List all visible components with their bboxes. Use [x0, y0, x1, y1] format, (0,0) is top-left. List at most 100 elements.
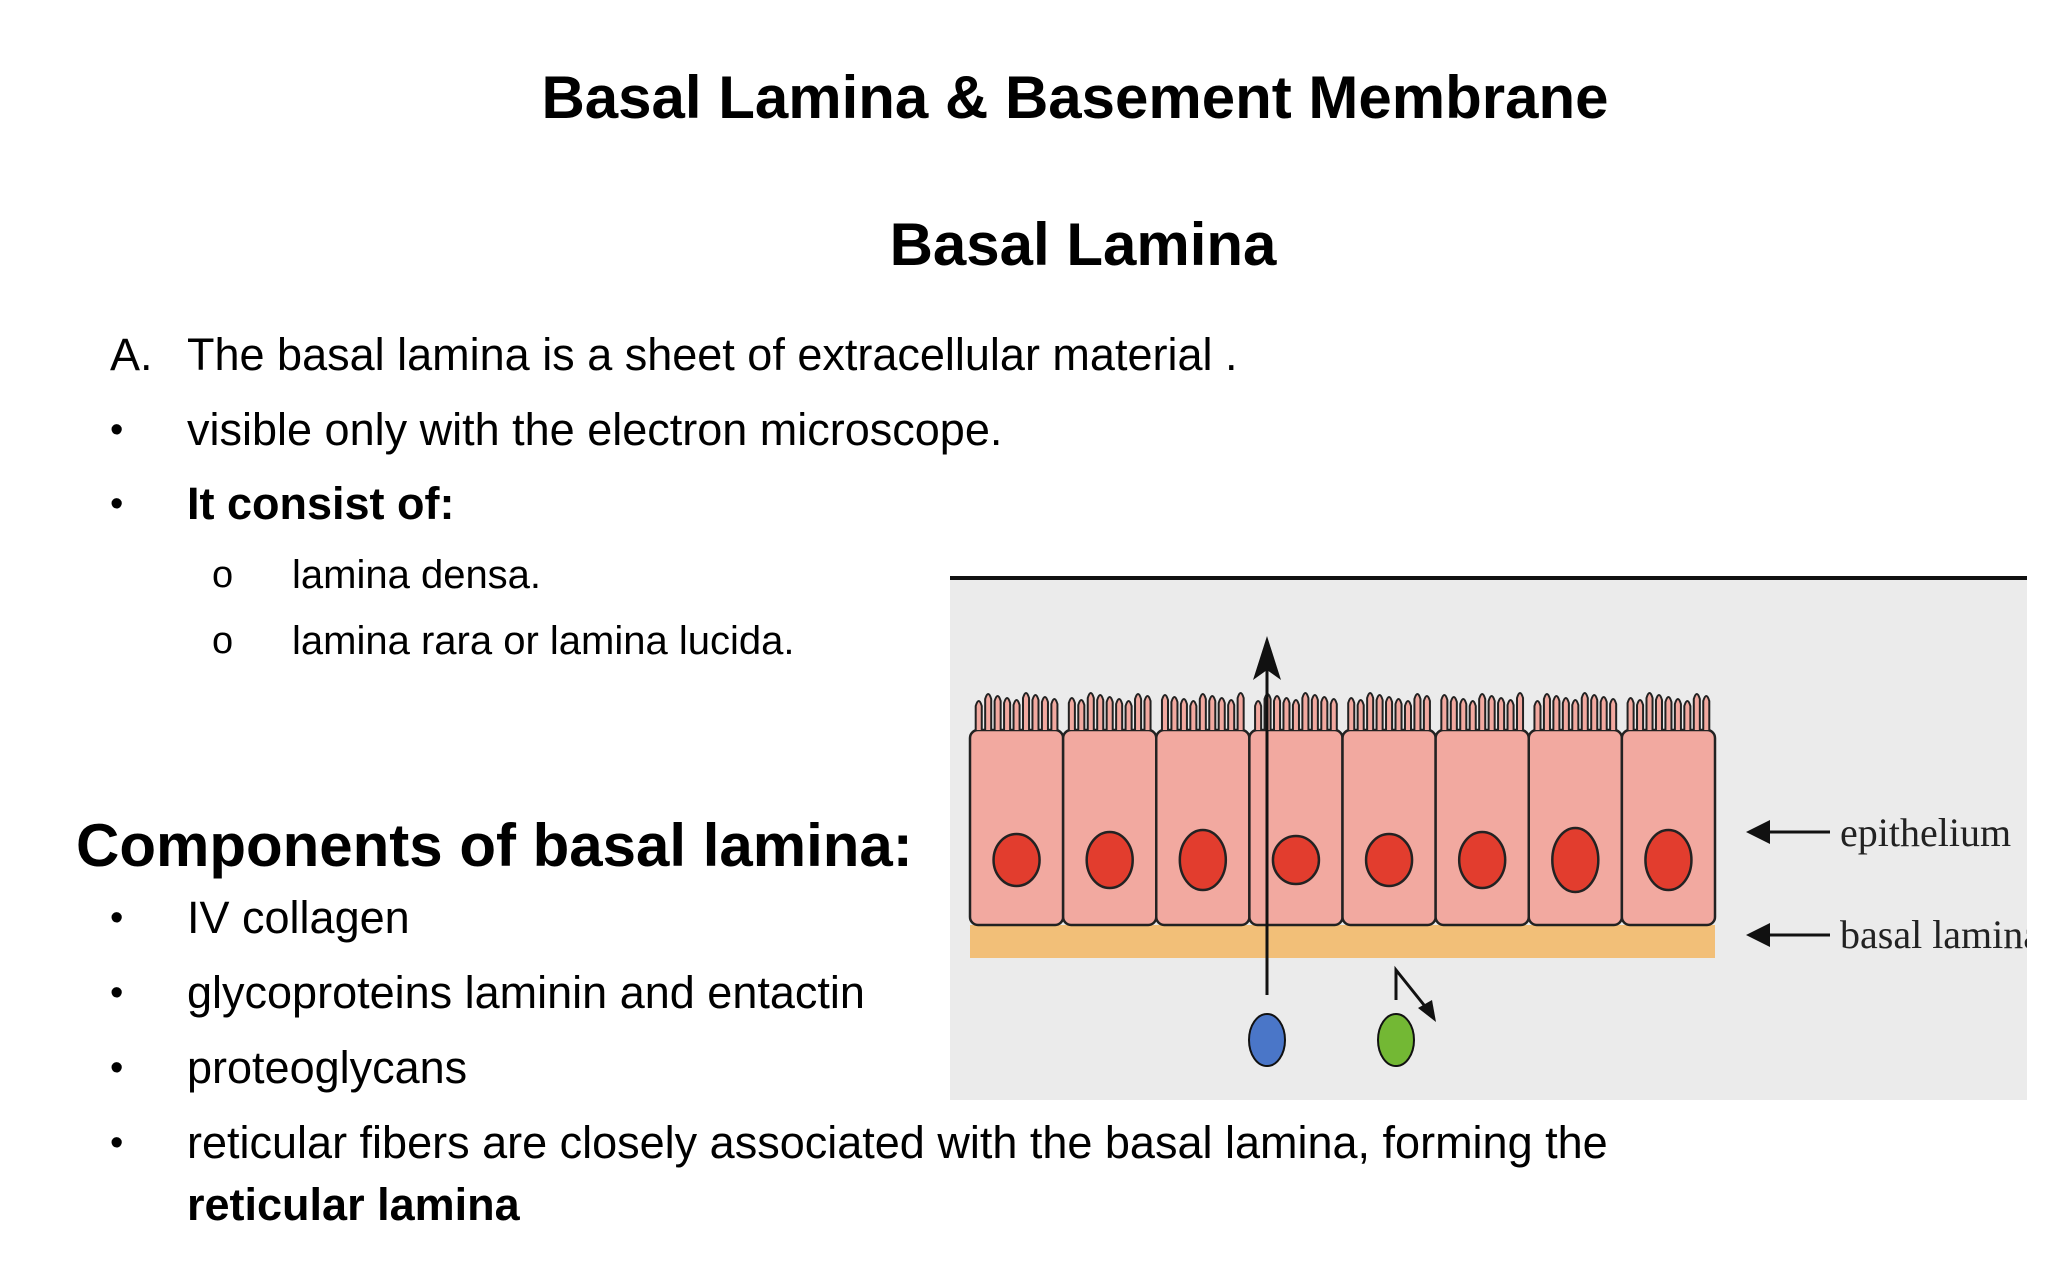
- arrow-down-right-icon: [1418, 1000, 1436, 1022]
- nucleus: [1457, 830, 1507, 890]
- list-item-text: The basal lamina is a sheet of extracell…: [187, 329, 1238, 380]
- microvillus: [1291, 699, 1300, 730]
- microvillus: [1134, 693, 1143, 730]
- microvillus: [1236, 692, 1245, 730]
- epithelial-cell: [1434, 728, 1530, 927]
- microvillus: [1050, 698, 1059, 730]
- microvillus: [1561, 697, 1570, 730]
- list-item-text: It consist of:: [187, 478, 455, 529]
- epithelium-label: epithelium: [1840, 810, 2011, 855]
- microvillus: [1654, 694, 1664, 730]
- microvillus: [1198, 693, 1207, 730]
- basal-lamina-band: [970, 925, 1715, 958]
- list-item-text: proteoglycans: [187, 1042, 468, 1093]
- microvillus: [1003, 697, 1012, 730]
- microvillus: [1105, 696, 1114, 730]
- list-item-text: visible only with the electron microscop…: [187, 404, 1003, 455]
- microvillus: [1227, 699, 1236, 730]
- arrow-up-icon: [1253, 636, 1281, 680]
- microvillus: [1609, 698, 1618, 730]
- microvillus: [1040, 696, 1049, 730]
- microvillus: [1375, 694, 1384, 730]
- microvillus: [1440, 694, 1449, 730]
- microvillus: [1329, 698, 1338, 730]
- microvillus: [1356, 699, 1365, 730]
- bullet-icon: •: [110, 972, 124, 1014]
- microvillus: [1515, 692, 1525, 730]
- microvillus: [1468, 700, 1477, 730]
- microvillus: [1403, 700, 1413, 730]
- nucleus: [1364, 832, 1414, 888]
- arrow-left-icon: [1746, 923, 1830, 947]
- reticular-lamina-term: reticular lamina: [187, 1179, 520, 1230]
- sub-list-item-text: lamina rara or lamina lucida.: [292, 619, 795, 663]
- microvillus: [1160, 694, 1170, 730]
- microvillus: [1347, 697, 1356, 730]
- components-heading: Components of basal lamina:: [76, 812, 913, 879]
- basal-lamina-figure: epithelium basal lamina: [950, 570, 2027, 1100]
- list-marker: A.: [110, 329, 153, 380]
- microvillus: [1077, 699, 1086, 730]
- bullet-icon: •: [110, 483, 124, 525]
- microvillus: [993, 695, 1002, 730]
- microvilli: [974, 692, 1711, 730]
- microvillus: [1012, 699, 1021, 730]
- epithelial-cell: [1341, 728, 1437, 927]
- nucleus: [1178, 828, 1228, 892]
- microvillus: [1692, 693, 1701, 730]
- green-molecule-icon: [1377, 1013, 1415, 1067]
- microvillus: [1552, 695, 1561, 730]
- microvillus: [1301, 692, 1310, 730]
- nucleus: [1085, 830, 1134, 890]
- microvillus: [1645, 692, 1654, 730]
- bullet-icon: •: [110, 897, 124, 939]
- bullet-icon: •: [110, 1047, 124, 1089]
- microvillus: [1310, 694, 1319, 730]
- microvillus: [1413, 693, 1422, 730]
- epithelial-cell: [1155, 728, 1251, 927]
- circle-bullet-icon: o: [212, 620, 234, 662]
- epithelial-cell: [1061, 728, 1158, 927]
- bent-arrow: [1394, 965, 1430, 1011]
- microvillus: [1021, 692, 1031, 730]
- nucleus: [1551, 826, 1600, 894]
- epithelial-cells: [968, 728, 1717, 927]
- arrow-left-icon: [1746, 820, 1830, 844]
- epithelium-diagram: epithelium basal lamina: [950, 576, 2027, 1100]
- epithelial-cell: [968, 728, 1065, 927]
- epithelial-cell: [1620, 728, 1717, 927]
- microvillus: [1478, 693, 1487, 730]
- microvillus: [1067, 697, 1076, 730]
- microvillus: [1385, 696, 1394, 730]
- microvillus: [1533, 700, 1542, 730]
- bullet-icon: •: [110, 1122, 124, 1164]
- microvillus: [1422, 695, 1431, 730]
- microvillus: [1170, 696, 1179, 730]
- microvillus: [1487, 695, 1496, 730]
- microvillus: [1506, 699, 1515, 730]
- microvillus: [1179, 698, 1188, 730]
- microvillus: [1366, 692, 1375, 730]
- microvillus: [1282, 697, 1291, 730]
- microvillus: [1702, 695, 1711, 730]
- circle-bullet-icon: o: [212, 554, 234, 596]
- nucleus: [1271, 834, 1321, 886]
- microvillus: [1086, 692, 1095, 730]
- microvillus: [1459, 698, 1468, 730]
- microvillus: [1189, 700, 1198, 730]
- nucleus: [992, 832, 1041, 888]
- microvillus: [1449, 696, 1458, 730]
- microvillus: [1096, 694, 1105, 730]
- microvillus: [1580, 692, 1589, 730]
- microvillus: [1497, 697, 1506, 730]
- microvillus: [1626, 697, 1635, 730]
- list-item-text: IV collagen: [187, 892, 410, 943]
- section-title: Basal Lamina: [889, 211, 1277, 278]
- microvillus: [1254, 700, 1263, 730]
- microvillus: [1124, 700, 1133, 730]
- microvillus: [1143, 695, 1152, 730]
- bullet-icon: •: [110, 409, 124, 451]
- microvillus: [1664, 696, 1673, 730]
- microvillus: [1031, 694, 1040, 730]
- microvillus: [1683, 700, 1692, 730]
